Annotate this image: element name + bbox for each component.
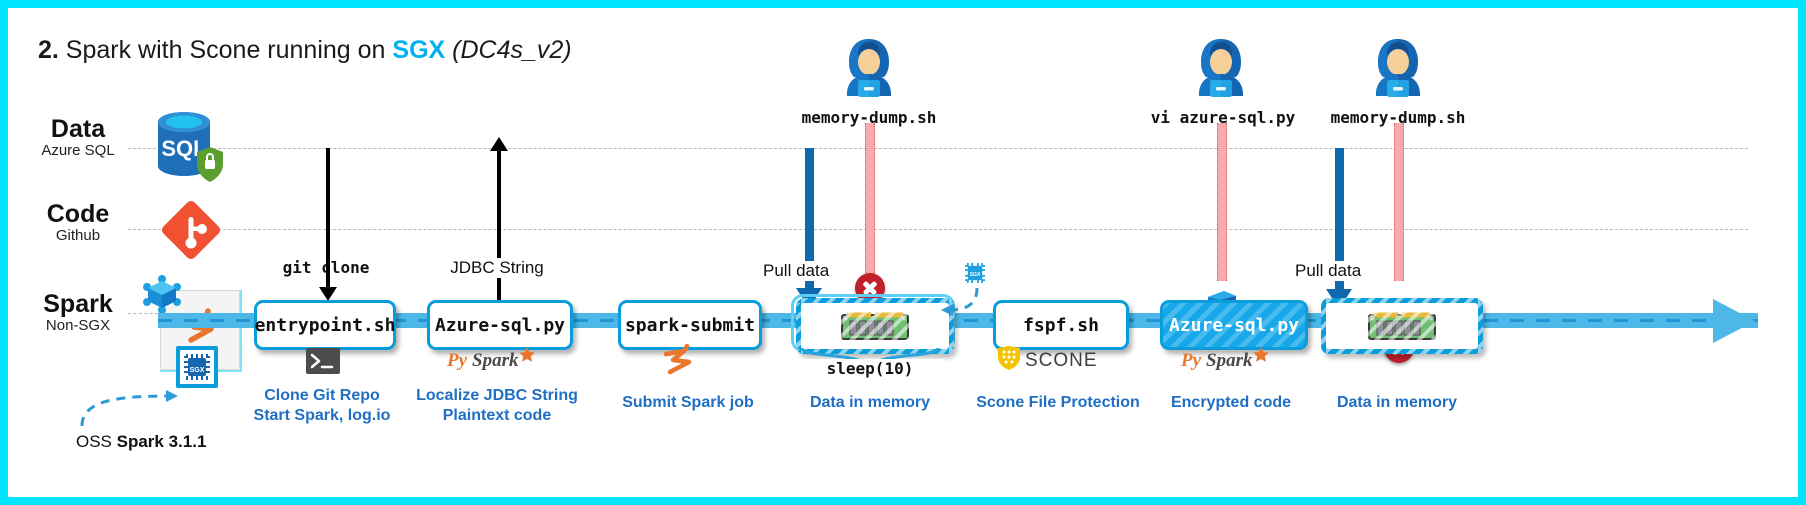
svg-text:Spark: Spark xyxy=(1206,350,1253,371)
guide-line-spark xyxy=(128,313,158,314)
step-entrypoint-label: entrypoint.sh xyxy=(254,314,396,336)
row-label-data-sub: Azure SQL xyxy=(41,142,115,160)
diagram-canvas: 2. Spark with Scone running on SGX (DC4s… xyxy=(8,8,1798,497)
svg-text:Py: Py xyxy=(1180,350,1202,371)
step-entrypoint-box[interactable]: entrypoint.sh xyxy=(254,300,396,350)
title-highlight: SGX xyxy=(392,36,446,64)
caption-line-1: Submit Spark job xyxy=(622,394,754,411)
caption-line-1: Localize JDBC String xyxy=(416,387,578,404)
jdbc-arrow-icon xyxy=(490,137,508,151)
guide-line-data xyxy=(128,148,1748,149)
spark-logo-2 xyxy=(658,343,712,381)
azure-sql-icon: SQL xyxy=(153,108,225,191)
step-azure-sql-encrypted-box[interactable]: Azure-sql.py xyxy=(1160,300,1308,350)
step-fspf-box[interactable]: fspf.sh xyxy=(993,300,1129,350)
git-clone-line-bottom xyxy=(326,193,330,289)
caption-line-1: Encrypted code xyxy=(1170,394,1292,411)
svg-text:Py: Py xyxy=(446,350,468,371)
title-number: 2. xyxy=(38,36,59,64)
sgx-chip-icon-enclave-1: SGX xyxy=(960,258,990,293)
step-spark-submit-label: spark-submit xyxy=(624,314,756,336)
step-azure-sql-caption: Localize JDBC String Plaintext code xyxy=(404,386,590,426)
terminal-icon xyxy=(306,348,340,379)
enclave-1-pointer xyxy=(941,287,979,316)
svg-text:Spark: Spark xyxy=(472,350,519,371)
oss-spark-label: OSS Spark 3.1.1 xyxy=(76,432,206,452)
row-label-code-sub: Github xyxy=(55,227,101,245)
title-text: Spark with Scone running on xyxy=(58,36,393,64)
step-memory-2-caption: Data in memory xyxy=(1317,393,1477,413)
attacker-1-attack-line xyxy=(865,123,875,281)
step-fspf-caption: Scone File Protection xyxy=(968,393,1148,413)
step-memory-2-box[interactable] xyxy=(1321,298,1483,354)
step-fspf-label: fspf.sh xyxy=(1023,314,1099,336)
step-spark-submit-box[interactable]: spark-submit xyxy=(618,300,762,350)
step-azure-sql-encrypted-label: Azure-sql.py xyxy=(1168,314,1300,336)
step-azure-sql-box[interactable]: Azure-sql.py xyxy=(427,300,573,350)
step-memory-1-caption: Data in memory xyxy=(790,393,950,413)
github-icon xyxy=(160,199,222,266)
pipeline-arrow-icon xyxy=(1713,299,1755,343)
memory-module-icon xyxy=(1368,312,1436,340)
oss-prefix: OSS xyxy=(76,432,117,451)
attacker-2-icon xyxy=(1193,36,1249,103)
step-azure-sql-encrypted-caption: Encrypted code xyxy=(1151,393,1311,413)
guide-line-code xyxy=(128,229,1748,230)
caption-line-1: Scone File Protection xyxy=(976,394,1140,411)
row-label-spark-title: Spark xyxy=(43,290,113,318)
attacker-3-icon xyxy=(1370,36,1426,103)
jdbc-line xyxy=(497,151,501,309)
sgx-chip-icon: SGX xyxy=(176,346,218,393)
oss-connector xyxy=(80,390,178,427)
pull-data-1-label: Pull data xyxy=(763,261,855,281)
step-spark-submit-caption: Submit Spark job xyxy=(608,393,768,413)
step-entrypoint-caption: Clone Git Repo Start Spark, log.io xyxy=(229,386,415,426)
page-title: 2. Spark with Scone running on SGX (DC4s… xyxy=(38,36,572,65)
memory-module-icon xyxy=(841,312,909,340)
pyspark-logo-2: Py Spark xyxy=(1160,344,1302,377)
svg-text:SCONE: SCONE xyxy=(1025,350,1098,371)
pyspark-logo-1: Py Spark xyxy=(427,344,567,377)
attacker-3-attack-line xyxy=(1394,123,1404,281)
attacker-3-command: memory-dump.sh xyxy=(1323,108,1473,127)
attacker-2-command: vi azure-sql.py xyxy=(1148,108,1298,127)
container-cube-icon xyxy=(142,274,182,319)
caption-line-2: Plaintext code xyxy=(442,407,552,424)
git-clone-line-top xyxy=(326,148,330,193)
sleep-label: sleep(10) xyxy=(796,359,944,378)
oss-version: Spark 3.1.1 xyxy=(116,432,207,451)
svg-text:SGX: SGX xyxy=(970,272,981,278)
svg-text:SGX: SGX xyxy=(190,367,205,374)
row-label-spark: Spark Non-SGX xyxy=(0,291,163,335)
caption-line-1: Data in memory xyxy=(809,394,931,411)
attacker-2-attack-line xyxy=(1217,123,1227,281)
caption-line-1: Clone Git Repo xyxy=(264,387,380,404)
row-label-code-title: Code xyxy=(46,200,110,228)
pipeline-dash xyxy=(158,319,1758,322)
pull-data-2-line-top xyxy=(1335,148,1344,256)
caption-line-1: Data in memory xyxy=(1336,394,1458,411)
row-label-data-title: Data xyxy=(50,115,106,143)
pull-data-1-line xyxy=(805,148,814,291)
git-clone-arrow-icon xyxy=(319,287,337,301)
scone-logo: SCONE xyxy=(993,345,1123,376)
step-azure-sql-label: Azure-sql.py xyxy=(434,314,566,336)
title-machine: (DC4s_v2) xyxy=(452,36,572,64)
pull-data-2-label: Pull data xyxy=(1295,261,1387,281)
row-label-code: Code Github xyxy=(0,201,163,245)
attacker-1-command: memory-dump.sh xyxy=(795,108,943,127)
row-label-data: Data Azure SQL xyxy=(0,116,163,160)
attacker-1-icon xyxy=(841,36,897,103)
row-label-spark-sub: Non-SGX xyxy=(45,317,111,335)
caption-line-2: Start Spark, log.io xyxy=(253,407,391,424)
jdbc-label: JDBC String xyxy=(435,258,559,278)
